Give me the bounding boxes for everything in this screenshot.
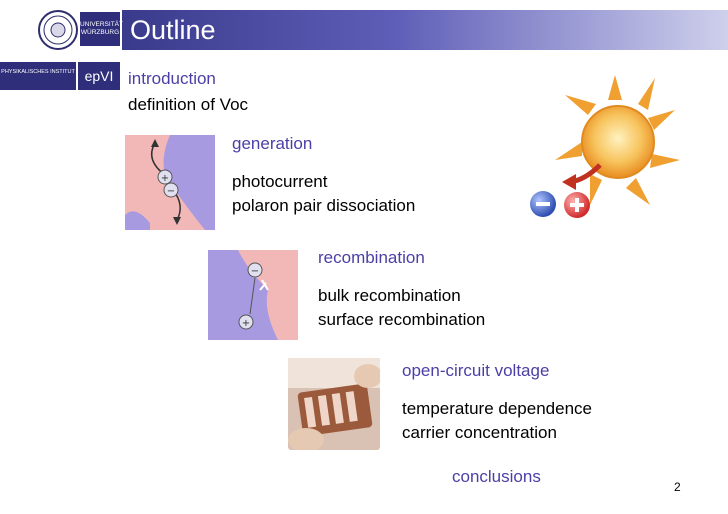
- generation-item-photocurrent: photocurrent: [232, 172, 328, 191]
- ocv-item-carrier: carrier concentration: [402, 423, 557, 442]
- recombination-illustration: − +: [208, 250, 298, 340]
- section-ocv-title: open-circuit voltage: [402, 361, 550, 380]
- solar-cell-photo: [288, 358, 380, 450]
- outline-introduction: introduction: [128, 69, 216, 88]
- recombination-item-bulk: bulk recombination: [318, 286, 461, 305]
- section-conclusions-title: conclusions: [452, 467, 541, 486]
- title-bar: [122, 10, 728, 50]
- university-logo-text: UNIVERSITÄT WÜRZBURG: [80, 21, 123, 36]
- section-generation-title: generation: [232, 134, 313, 153]
- charge-pair-icon: [530, 191, 590, 218]
- institute-logo-text: PHYSIKALISCHES INSTITUT: [1, 69, 75, 75]
- minus-icon: −: [167, 186, 175, 197]
- page-title: Outline: [130, 15, 216, 45]
- generation-item-polaron: polaron pair dissociation: [232, 196, 416, 215]
- group-logo-text: epVI: [84, 68, 114, 84]
- sun-icon: [555, 75, 680, 205]
- ocv-item-temperature: temperature dependence: [402, 399, 592, 418]
- university-logo: UNIVERSITÄT WÜRZBURG: [80, 12, 123, 46]
- page-number: 2: [674, 480, 681, 494]
- group-logo: epVI: [78, 62, 120, 90]
- plus-icon: +: [161, 173, 169, 184]
- generation-illustration: + −: [125, 135, 215, 230]
- recombination-item-surface: surface recombination: [318, 310, 486, 329]
- institute-logo: PHYSIKALISCHES INSTITUT: [0, 62, 76, 90]
- plus-icon: +: [242, 318, 250, 329]
- minus-icon: −: [251, 266, 259, 277]
- section-recombination-title: recombination: [318, 248, 425, 267]
- outline-definition-voc: definition of Voc: [128, 95, 249, 114]
- university-seal-icon: [38, 10, 78, 50]
